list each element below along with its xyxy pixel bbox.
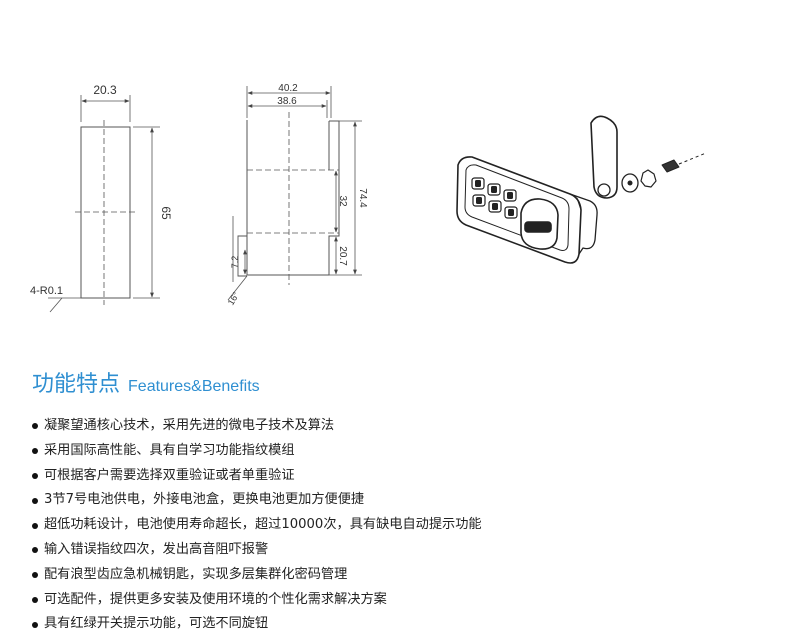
section-title-en: Features&Benefits	[128, 378, 260, 395]
front-view-drawing	[48, 95, 160, 313]
side-upper-height-label: 32	[337, 195, 348, 207]
bullet-icon	[32, 621, 38, 628]
bullet-icon	[32, 423, 38, 430]
list-item: 可根据客户需要选择双重验证或者单重验证	[32, 464, 482, 489]
list-item: 超低功耗设计，电池使用寿命超长，超过10000次，具有缺电自动提示功能	[32, 513, 482, 538]
list-item: 3节7号电池供电，外接电池盒，更换电池更加方便便捷	[32, 488, 482, 513]
side-total-height-label: 74.4	[357, 188, 368, 208]
side-inner-width-label: 38.6	[277, 96, 297, 107]
feature-text: 3节7号电池供电，外接电池盒，更换电池更加方便便捷	[44, 492, 365, 508]
section-title-cn: 功能特点	[32, 372, 121, 397]
feature-list: 凝聚望通核心技术，采用先进的微电子技术及算法 采用国际高性能、具有自学习功能指纹…	[32, 414, 482, 637]
lock-product-illustration	[456, 115, 707, 264]
feature-text: 采用国际高性能、具有自学习功能指纹模组	[44, 442, 295, 458]
bullet-icon	[32, 448, 38, 455]
feature-text: 超低功耗设计，电池使用寿命超长，超过10000次，具有缺电自动提示功能	[44, 517, 482, 533]
side-tab-height-label: 7.2	[230, 256, 240, 269]
front-width-label: 20.3	[93, 83, 117, 97]
side-outer-width-label: 40.2	[278, 83, 298, 94]
front-radius-label: 4-R0.1	[30, 285, 63, 297]
list-item: 采用国际高性能、具有自学习功能指纹模组	[32, 439, 482, 464]
feature-text: 配有浪型齿应急机械钥匙，实现多层集群化密码管理	[44, 566, 348, 582]
list-item: 具有红绿开关提示功能，可选不同旋钮	[32, 612, 482, 637]
technical-drawings: 20.3 65 4-R0.1 40.2 38.6 74.4 32 20.7 7.…	[30, 83, 707, 313]
bullet-icon	[32, 472, 38, 479]
list-item: 输入错误指纹四次，发出高音阻吓报警	[32, 538, 482, 563]
feature-text: 具有红绿开关提示功能，可选不同旋钮	[44, 616, 269, 632]
feature-text: 凝聚望通核心技术，采用先进的微电子技术及算法	[44, 418, 335, 433]
list-item: 凝聚望通核心技术，采用先进的微电子技术及算法	[32, 414, 482, 439]
bullet-icon	[32, 572, 38, 579]
bullet-icon	[32, 522, 38, 529]
bullet-icon	[32, 547, 38, 554]
front-height-label: 65	[159, 206, 173, 220]
bullet-icon	[32, 596, 38, 603]
side-lower-height-label: 20.7	[337, 246, 348, 266]
bullet-icon	[32, 497, 38, 504]
feature-text: 输入错误指纹四次，发出高音阻吓报警	[44, 541, 269, 557]
side-view-drawing	[227, 86, 362, 301]
feature-text: 可选配件，提供更多安装及使用环境的个性化需求解决方案	[44, 591, 387, 607]
feature-text: 可根据客户需要选择双重验证或者单重验证	[44, 467, 295, 483]
side-angle-label: 16°	[226, 290, 242, 307]
section-title: 功能特点 Features&Benefits	[32, 366, 260, 398]
list-item: 可选配件，提供更多安装及使用环境的个性化需求解决方案	[32, 588, 482, 613]
list-item: 配有浪型齿应急机械钥匙，实现多层集群化密码管理	[32, 563, 482, 588]
